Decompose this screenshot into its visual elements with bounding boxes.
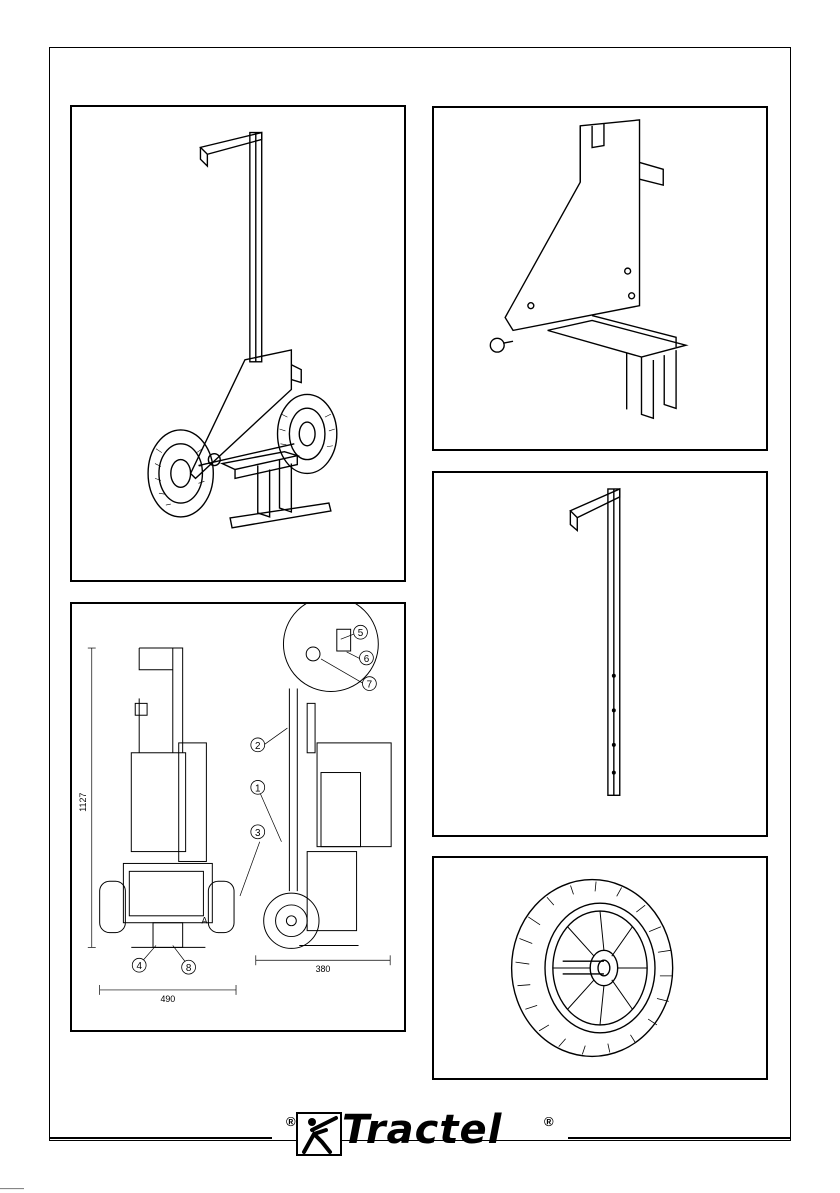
dimension-depth: 380 — [316, 964, 331, 974]
wheel-panel — [432, 856, 768, 1080]
dimension-width: 490 — [160, 994, 175, 1004]
dimension-drawing-panel: 1127 490 380 A 1 2 3 4 5 6 7 8 — [70, 602, 406, 1032]
callout-3: 3 — [255, 828, 261, 839]
registered-mark-right: ® — [544, 1114, 554, 1129]
registered-mark-left: ® — [286, 1114, 296, 1129]
footer-rule-right — [568, 1137, 791, 1139]
dimension-height: 1127 — [78, 793, 88, 812]
frame-plate-panel — [432, 106, 768, 451]
trolley-assembly-panel — [70, 105, 406, 582]
wheel-drawing — [434, 858, 766, 1078]
callout-5: 5 — [358, 628, 364, 639]
handle-bar-panel — [432, 471, 768, 837]
callout-6: 6 — [364, 654, 370, 665]
tractel-logo: ® Tractel ® — [282, 1108, 552, 1164]
view-label: A — [201, 916, 207, 926]
callout-2: 2 — [255, 741, 260, 752]
footer-rule-left — [49, 1137, 272, 1139]
callout-7: 7 — [367, 680, 373, 691]
frame-plate-drawing — [434, 108, 766, 449]
tractel-figure-icon — [296, 1112, 342, 1156]
callout-4: 4 — [136, 961, 142, 972]
brand-name: Tractel — [342, 1110, 502, 1150]
callout-8: 8 — [186, 963, 192, 974]
handle-bar-drawing — [434, 473, 766, 835]
callout-1: 1 — [255, 783, 261, 794]
trolley-assembly-drawing — [72, 107, 404, 580]
dimension-drawing: 1127 490 380 A 1 2 3 4 5 6 7 8 — [72, 604, 404, 1030]
